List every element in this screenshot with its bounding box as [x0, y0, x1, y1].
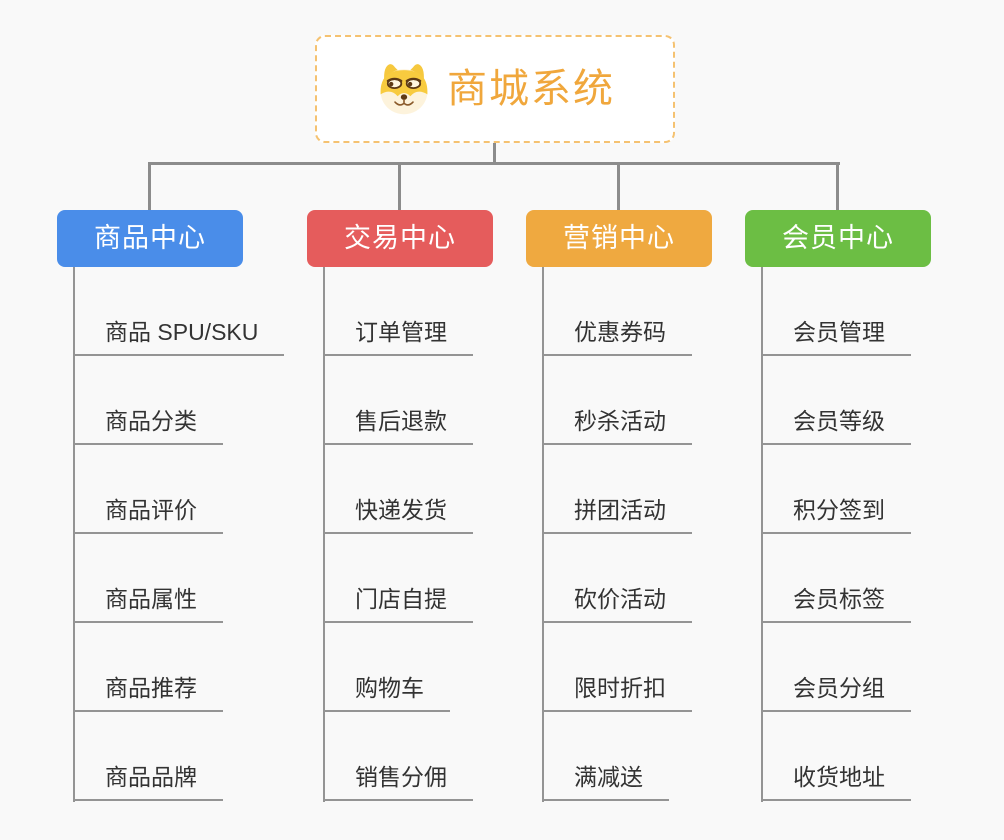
child-row: 收货地址 — [761, 712, 1004, 801]
child-row: 售后退款 — [323, 356, 567, 445]
child-row: 满减送 — [542, 712, 786, 801]
child-node[interactable]: 会员管理 — [761, 319, 911, 356]
child-row: 商品属性 — [73, 534, 317, 623]
branch-column-products: 商品中心 商品 SPU/SKU 商品分类 商品评价 商品属性 商品推荐 商品品牌 — [57, 210, 317, 804]
connector-line — [323, 267, 325, 802]
child-node[interactable]: 秒杀活动 — [542, 408, 692, 445]
child-row: 限时折扣 — [542, 623, 786, 712]
connector-drop-2 — [398, 162, 401, 210]
child-row: 商品评价 — [73, 445, 317, 534]
connector-drop-4 — [836, 162, 839, 210]
child-row: 门店自提 — [323, 534, 567, 623]
dog-face-icon — [380, 64, 428, 115]
child-node[interactable]: 优惠券码 — [542, 319, 692, 356]
branch-label: 交易中心 — [344, 223, 456, 253]
child-node[interactable]: 限时折扣 — [542, 675, 692, 712]
connector-line — [73, 267, 75, 802]
connector-line — [542, 267, 544, 802]
child-node[interactable]: 购物车 — [323, 675, 450, 712]
connector-root-drop — [493, 143, 496, 164]
child-row: 拼团活动 — [542, 445, 786, 534]
child-node[interactable]: 会员等级 — [761, 408, 911, 445]
child-row: 砍价活动 — [542, 534, 786, 623]
branch-column-members: 会员中心 会员管理 会员等级 积分签到 会员标签 会员分组 收货地址 — [745, 210, 1004, 804]
child-row: 商品推荐 — [73, 623, 317, 712]
child-node[interactable]: 销售分佣 — [323, 764, 473, 801]
child-node[interactable]: 门店自提 — [323, 586, 473, 623]
child-row: 会员管理 — [761, 267, 1004, 356]
child-node[interactable]: 商品品牌 — [73, 764, 223, 801]
branch-column-trade: 交易中心 订单管理 售后退款 快递发货 门店自提 购物车 销售分佣 — [307, 210, 567, 804]
child-node[interactable]: 快递发货 — [323, 497, 473, 534]
root-title: 商城系统 — [447, 67, 615, 111]
branch-label: 商品中心 — [94, 223, 206, 253]
connector-drop-1 — [148, 162, 151, 210]
child-row: 购物车 — [323, 623, 567, 712]
branch-node-trade[interactable]: 交易中心 — [307, 210, 493, 267]
child-node[interactable]: 收货地址 — [761, 764, 911, 801]
child-row: 商品 SPU/SKU — [73, 267, 317, 356]
branch-node-marketing[interactable]: 营销中心 — [526, 210, 712, 267]
child-node[interactable]: 会员标签 — [761, 586, 911, 623]
child-node[interactable]: 拼团活动 — [542, 497, 692, 534]
child-row: 销售分佣 — [323, 712, 567, 801]
branch-node-products[interactable]: 商品中心 — [57, 210, 243, 267]
child-row: 积分签到 — [761, 445, 1004, 534]
branch-label: 会员中心 — [782, 223, 894, 253]
child-node[interactable]: 商品评价 — [73, 497, 223, 534]
child-row: 商品品牌 — [73, 712, 317, 801]
child-node[interactable]: 砍价活动 — [542, 586, 692, 623]
child-row: 商品分类 — [73, 356, 317, 445]
branch-node-members[interactable]: 会员中心 — [745, 210, 931, 267]
connector-drop-3 — [617, 162, 620, 210]
branch-column-marketing: 营销中心 优惠券码 秒杀活动 拼团活动 砍价活动 限时折扣 满减送 — [526, 210, 786, 804]
child-row: 秒杀活动 — [542, 356, 786, 445]
child-node[interactable]: 商品属性 — [73, 586, 223, 623]
connector-line — [761, 267, 763, 802]
root-node[interactable]: 商城系统 — [315, 35, 675, 143]
child-node[interactable]: 商品分类 — [73, 408, 223, 445]
child-node[interactable]: 订单管理 — [323, 319, 473, 356]
child-row: 会员标签 — [761, 534, 1004, 623]
child-row: 快递发货 — [323, 445, 567, 534]
child-node[interactable]: 售后退款 — [323, 408, 473, 445]
child-node[interactable]: 商品 SPU/SKU — [73, 319, 285, 356]
child-node[interactable]: 商品推荐 — [73, 675, 223, 712]
child-row: 会员分组 — [761, 623, 1004, 712]
child-node[interactable]: 积分签到 — [761, 497, 911, 534]
child-node[interactable]: 会员分组 — [761, 675, 911, 712]
child-row: 订单管理 — [323, 267, 567, 356]
branch-label: 营销中心 — [563, 223, 675, 253]
child-row: 优惠券码 — [542, 267, 786, 356]
connector-horizontal-bar — [148, 162, 840, 165]
child-row: 会员等级 — [761, 356, 1004, 445]
child-node[interactable]: 满减送 — [542, 764, 669, 801]
